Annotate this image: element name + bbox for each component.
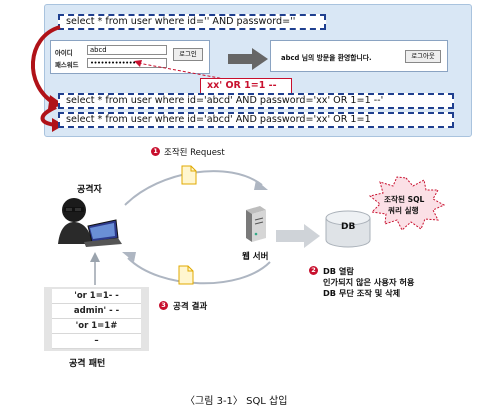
web-server-label: 웹 서버	[242, 252, 269, 262]
injected-query-text: select * from user where id='abcd' AND p…	[66, 95, 384, 106]
pattern-item: –	[52, 334, 141, 349]
welcome-message: abcd 님의 방문을 환영합니다.	[281, 54, 372, 62]
pattern-item: 'or 1=1#	[52, 319, 141, 334]
step2-line3: DB 무단 조작 및 삭제	[323, 288, 401, 298]
figure-caption: 〈그림 3-1〉 SQL 삽입	[185, 396, 288, 407]
attack-pattern-title: 공격 패턴	[69, 359, 106, 369]
login-button[interactable]: 로그인	[173, 48, 203, 61]
sql-callout-burst	[368, 176, 446, 231]
step2-line1: DB 열람	[323, 266, 354, 276]
step2-badge: 2	[309, 266, 318, 275]
password-label: 패스워드	[55, 61, 79, 69]
right-arrow-icon	[228, 48, 268, 70]
original-query-text: select * from user where id='' AND passw…	[66, 16, 296, 27]
attack-pattern-box: 'or 1=1- - admin' - - 'or 1=1# –	[44, 287, 149, 351]
attacker-icon	[58, 198, 122, 247]
pattern-item: 'or 1=1- -	[52, 289, 141, 304]
result-document-icon	[178, 265, 194, 285]
original-query-bar: select * from user where id='' AND passw…	[58, 14, 326, 30]
final-query-text: select * from user where id='abcd' AND p…	[66, 114, 371, 125]
step1-label: 조작된 Request	[164, 148, 225, 158]
pattern-item: admin' - -	[52, 304, 141, 319]
step1-badge: 1	[151, 147, 160, 156]
step3-label: 공격 결과	[173, 302, 208, 312]
welcome-box: abcd 님의 방문을 환영합니다. 로그아웃	[270, 40, 448, 72]
injection-pointer-arrow	[134, 60, 231, 81]
db-label: DB	[341, 222, 356, 232]
callout-line2: 쿼리 실행	[388, 206, 419, 215]
password-input[interactable]: ••••••••••••••	[87, 58, 167, 68]
database-icon	[325, 210, 371, 248]
logout-button[interactable]: 로그아웃	[405, 50, 441, 63]
id-label: 아이디	[55, 49, 73, 57]
id-input[interactable]: abcd	[87, 45, 167, 55]
step2-line2: 인가되지 않은 사용자 허용	[323, 277, 415, 287]
callout-line1: 조작된 SQL	[384, 195, 425, 204]
attacker-label: 공격자	[77, 185, 102, 195]
request-document-icon	[181, 165, 197, 185]
injected-query-bar: select * from user where id='abcd' AND p…	[58, 93, 454, 109]
final-query-bar: select * from user where id='abcd' AND p…	[58, 112, 454, 128]
web-server-icon	[246, 206, 266, 242]
step3-badge: 3	[159, 301, 168, 310]
